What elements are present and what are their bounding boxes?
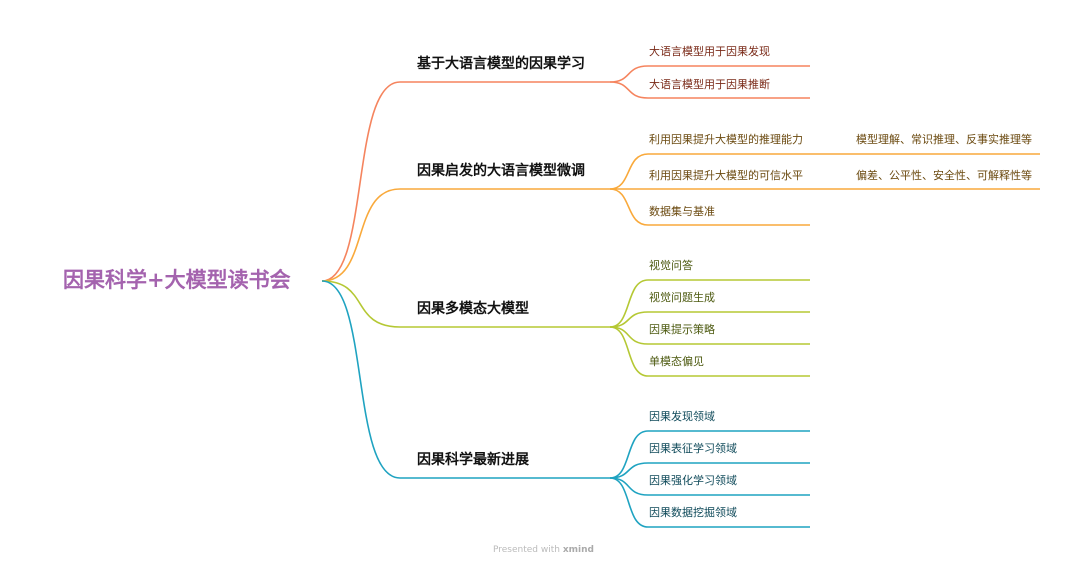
branch-1-lines [321,65,810,282]
subtopic[interactable]: 单模态偏见 [649,355,704,368]
root-topic[interactable]: 因果科学+大模型读书会 [63,268,291,292]
subtopic[interactable]: 因果数据挖掘领域 [649,506,737,519]
branch-topic[interactable]: 因果多模态大模型 [417,301,529,317]
subtopic[interactable]: 利用因果提升大模型的可信水平 [649,169,803,182]
subtopic[interactable]: 视觉问答 [649,259,693,272]
branch-4-lines [321,280,810,528]
subtopic[interactable]: 因果提示策略 [649,323,715,336]
branch-2-lines [321,153,1040,282]
branch-topic[interactable]: 因果科学最新进展 [417,452,529,468]
subtopic[interactable]: 因果发现领域 [649,410,715,423]
subtopic[interactable]: 利用因果提升大模型的推理能力 [649,133,803,146]
subtopic[interactable]: 大语言模型用于因果推断 [649,78,770,91]
subtopic-detail[interactable]: 模型理解、常识推理、反事实推理等 [856,133,1032,146]
branch-3-lines [321,279,810,377]
subtopic[interactable]: 视觉问题生成 [649,291,715,304]
subtopic[interactable]: 因果表征学习领域 [649,442,737,455]
footer-watermark: Presented with xmind [493,546,594,555]
subtopic[interactable]: 大语言模型用于因果发现 [649,45,770,58]
subtopic[interactable]: 因果强化学习领域 [649,474,737,487]
subtopic[interactable]: 数据集与基准 [649,205,715,218]
branch-topic[interactable]: 因果启发的大语言模型微调 [417,163,585,179]
subtopic-detail[interactable]: 偏差、公平性、安全性、可解释性等 [856,169,1032,182]
footer-prefix: Presented with [493,545,563,555]
branch-topic[interactable]: 基于大语言模型的因果学习 [417,56,585,72]
footer-brand: xmind [562,545,594,555]
